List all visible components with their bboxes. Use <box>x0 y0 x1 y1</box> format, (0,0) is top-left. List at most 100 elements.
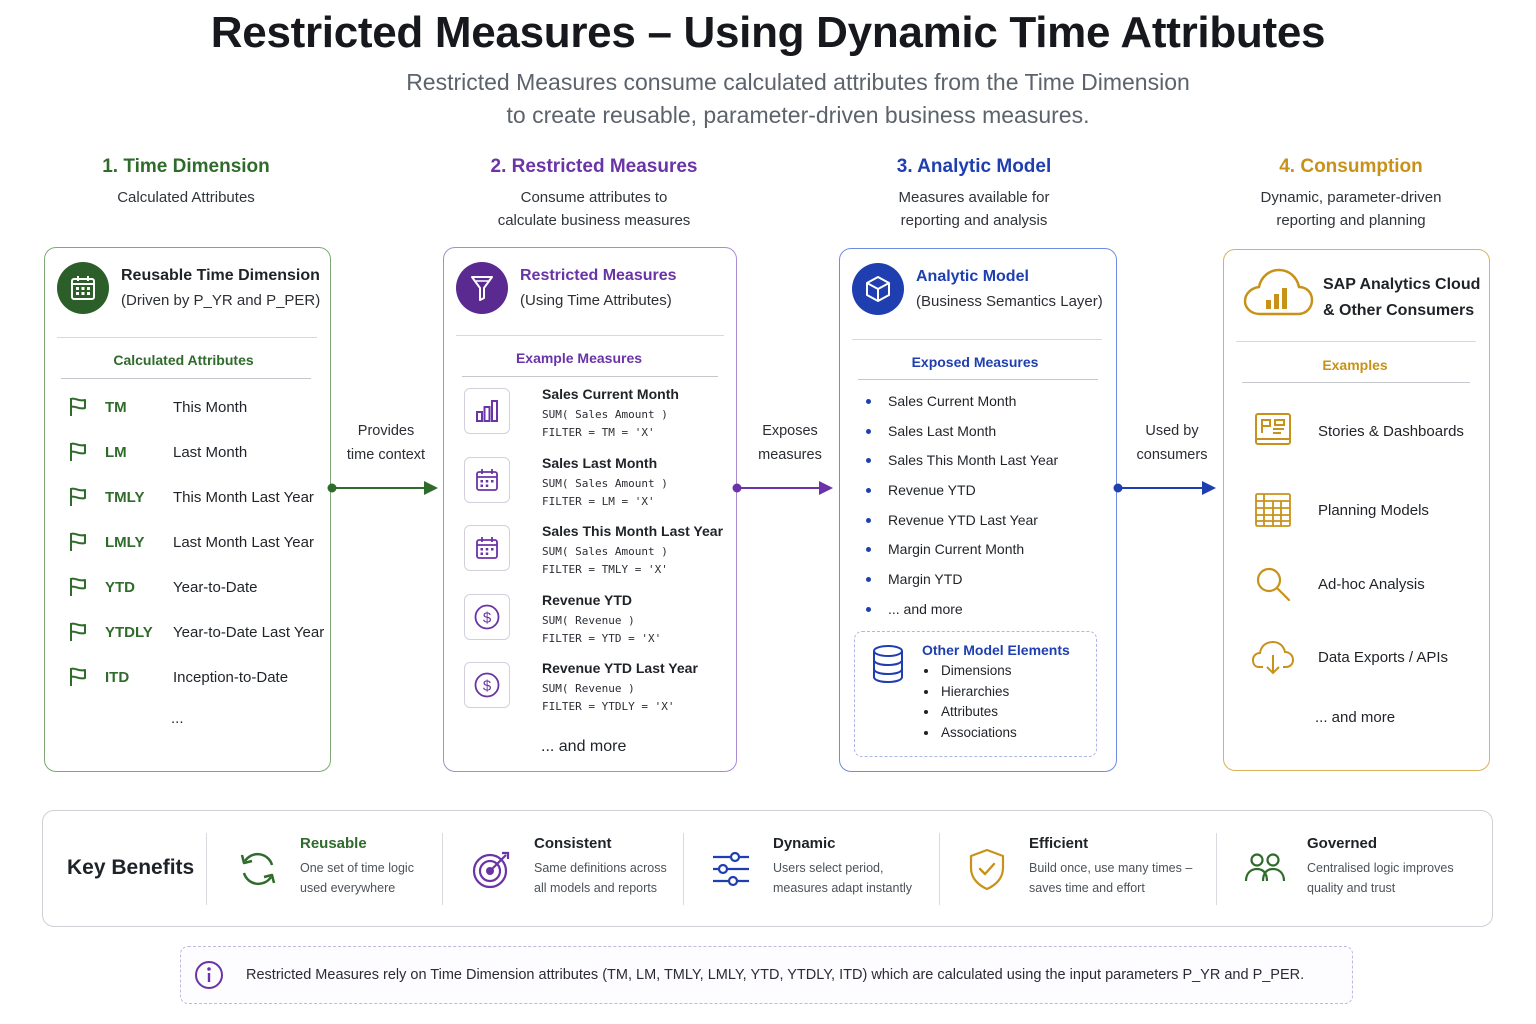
benefit-description: used everywhere <box>300 881 396 895</box>
measure-expression: SUM( Sales Amount ) <box>542 545 668 558</box>
measure-filter: FILTER = LM = 'X' <box>542 494 655 508</box>
arrow-model-to-consumption <box>1113 481 1216 495</box>
page-title: Restricted Measures – Using Dynamic Time… <box>210 8 1326 57</box>
measure-name: Revenue YTD <box>542 591 632 608</box>
card-title: Restricted Measures <box>520 267 677 284</box>
measure-name: Sales This Month Last Year <box>542 523 724 539</box>
measure-expression: SUM( Revenue ) <box>542 613 635 627</box>
divider <box>939 833 940 905</box>
measure-name: Revenue YTD Last Year <box>542 660 698 676</box>
column-description: calculate business measures <box>497 212 691 229</box>
column-title: 2. Restricted Measures <box>490 156 698 177</box>
section-title: Calculated Attributes <box>113 352 254 368</box>
other-element-item: Associations <box>922 723 1070 744</box>
card-subtitle: (Using Time Attributes) <box>520 292 672 309</box>
column-description: reporting and analysis <box>900 212 1048 229</box>
divider <box>1216 833 1217 905</box>
card-title: & Other Consumers <box>1323 302 1475 319</box>
database-icon <box>871 644 905 689</box>
flag-icon <box>67 486 89 508</box>
column-description: Calculated Attributes <box>117 189 255 206</box>
divider <box>858 379 1098 380</box>
flag-icon <box>67 621 89 643</box>
key-benefits-title: Key Benefits <box>67 856 195 879</box>
attribute-code: YTDLY <box>105 623 153 641</box>
card-subtitle: (Driven by P_YR and P_PER) <box>121 292 321 309</box>
column-description: Measures available for <box>898 189 1050 206</box>
benefit-description: Users select period, <box>773 861 884 875</box>
arrow-label-line: time context <box>346 447 426 463</box>
benefit-governed: Governed Centralised logic improves qual… <box>1243 835 1454 898</box>
restricted-measures-card: Restricted Measures (Using Time Attribut… <box>443 247 737 772</box>
flag-icon <box>67 441 89 463</box>
section-title: Example Measures <box>515 350 643 366</box>
arrow-label-exposes: Exposes measures <box>740 419 840 467</box>
divider <box>57 337 317 338</box>
divider <box>462 376 718 377</box>
divider <box>456 335 724 336</box>
card-header: Reusable Time Dimension (Driven by P_YR … <box>57 262 320 314</box>
attribute-label: This Month Last Year <box>173 488 314 506</box>
refresh-icon <box>236 847 280 891</box>
benefit-description: measures adapt instantly <box>773 881 912 895</box>
attribute-code: YTD <box>105 578 135 596</box>
bar-chart-icon <box>464 388 510 434</box>
column-title: 3. Analytic Model <box>896 156 1052 177</box>
arrow-label-used-by: Used by consumers <box>1122 419 1222 467</box>
benefit-reusable: Reusable One set of time logic used ever… <box>236 835 414 898</box>
magnifier-icon <box>1250 561 1296 607</box>
time-dimension-card: Reusable Time Dimension (Driven by P_YR … <box>44 247 331 772</box>
cloud-chart-icon <box>1242 266 1314 323</box>
benefit-title: Dynamic <box>773 835 836 852</box>
measure-name: Sales Current Month <box>542 386 679 402</box>
divider <box>1236 341 1476 342</box>
benefit-title: Efficient <box>1029 835 1089 852</box>
grid-icon <box>1250 487 1296 533</box>
target-icon <box>470 847 514 891</box>
arrow-label-line: consumers <box>1136 447 1208 463</box>
shield-check-icon <box>965 847 1009 891</box>
attribute-label: Last Month <box>173 443 248 461</box>
attribute-code: LMLY <box>105 533 145 551</box>
cloud-download-icon <box>1250 634 1296 680</box>
measure-filter: FILTER = TM = 'X' <box>542 426 655 439</box>
column-heading-time-dimension: 1. Time Dimension Calculated Attributes <box>36 156 336 209</box>
benefit-description: Centralised logic improves <box>1307 861 1454 875</box>
page-subtitle: Restricted Measures consume calculated a… <box>368 66 1228 132</box>
calendar-icon <box>57 262 109 314</box>
info-note: Restricted Measures rely on Time Dimensi… <box>180 946 1353 1004</box>
calendar-icon <box>464 456 510 503</box>
dollar-icon: $ <box>464 662 510 708</box>
column-heading-restricted-measures: 2. Restricted Measures Consume attribute… <box>444 156 744 232</box>
calendar-icon <box>464 525 510 571</box>
other-element-item: Hierarchies <box>922 682 1070 703</box>
exposed-measure-item: ... and more <box>858 599 1058 629</box>
section-title: Examples <box>1322 357 1388 373</box>
svg-text:$: $ <box>483 609 492 626</box>
other-element-item: Dimensions <box>922 661 1070 682</box>
benefit-dynamic: Dynamic Users select period, measures ad… <box>709 835 912 898</box>
column-title: 4. Consumption <box>1279 156 1423 177</box>
info-note-text: Restricted Measures rely on Time Dimensi… <box>246 967 1305 983</box>
funnel-icon <box>456 262 508 314</box>
column-description: Consume attributes to <box>520 189 668 206</box>
arrow-label-line: measures <box>758 447 822 463</box>
attribute-code: TMLY <box>105 488 145 506</box>
card-header: Analytic Model (Business Semantics Layer… <box>852 263 1103 315</box>
benefit-description: quality and trust <box>1307 881 1396 895</box>
other-element-item: Attributes <box>922 702 1070 723</box>
benefit-description: One set of time logic <box>300 861 414 875</box>
consumer-item: Ad-hoc Analysis <box>1250 561 1425 607</box>
